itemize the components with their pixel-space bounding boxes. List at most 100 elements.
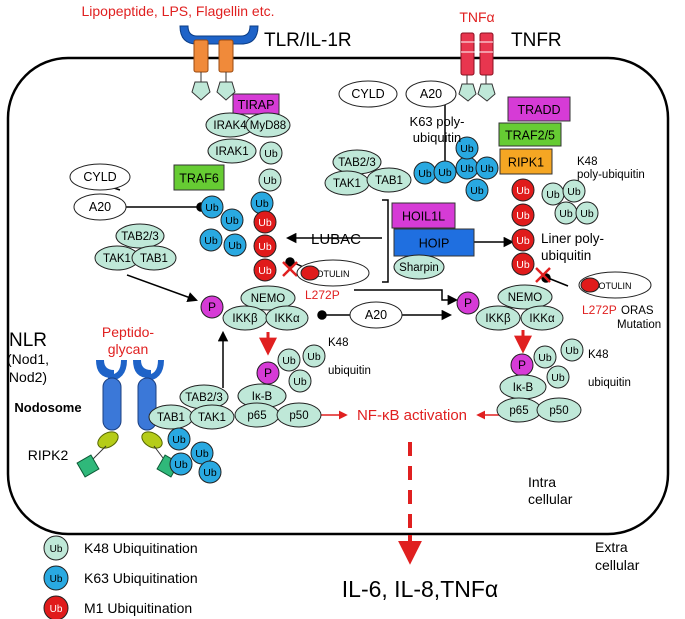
label-mutation: Mutation — [617, 319, 661, 331]
label-liner1: Liner poly- — [541, 231, 604, 246]
label-ub: Ub — [516, 235, 530, 247]
legend-label: M1 Ubiquitination — [84, 600, 192, 616]
ub-k48-node: Ub — [302, 344, 326, 368]
label-myd88: MyD88 — [250, 120, 286, 132]
text-labels: Lipopeptide, LPS, Flagellin etc.TLR/IL-1… — [7, 3, 661, 602]
ikkb-left-node: IKKβ — [222, 305, 268, 331]
label-tnfa: TNFα — [459, 9, 494, 25]
label-irak1: IRAK1 — [215, 146, 248, 158]
a20-left-oval: A20 — [73, 193, 127, 221]
label-extra2: cellular — [595, 557, 640, 573]
label-k48-poly-top2: poly-ubiquitin — [577, 169, 645, 181]
label-ikka: IKKα — [529, 313, 555, 325]
traf6-box: TRAF6 — [173, 164, 225, 191]
label-traf25: TRAF2/5 — [505, 129, 555, 143]
irak4-node: IRAK4 — [205, 112, 255, 138]
otulin-right-oval: OTULIN — [578, 271, 652, 299]
tlr-receptor — [179, 25, 259, 101]
label-k63-poly-1: K63 poly- — [410, 114, 465, 129]
legend-label: K63 Ubiquitination — [84, 570, 198, 586]
label-ub: Ub — [255, 198, 269, 210]
label-ub: Ub — [460, 163, 474, 175]
tnfr-receptor — [458, 32, 496, 102]
label-ub: Ub — [258, 217, 272, 229]
ub-k48-node: Ub — [277, 348, 301, 372]
label-ub: Ub — [258, 241, 272, 253]
label-tradd: TRADD — [517, 103, 560, 117]
ub-k63-node: Ub — [190, 441, 214, 465]
p50-left-node: p50 — [276, 402, 322, 428]
label-ub: Ub — [559, 208, 573, 220]
label-p: P — [464, 296, 472, 310]
label-hoip: HOIP — [419, 237, 450, 251]
label-tnfr: TNFR — [511, 30, 562, 51]
tak1-nlr-node: TAK1 — [189, 404, 235, 430]
label-nfkb: NF-κB activation — [357, 407, 467, 424]
ikb-right-node: Iκ-B — [499, 374, 547, 400]
ripk1-box: RIPK1 — [499, 148, 553, 175]
a20-mid-oval: A20 — [349, 301, 403, 329]
ub-m1-node: Ub — [253, 234, 277, 258]
ub-m1-node: Ub — [253, 258, 277, 282]
inhibitors — [101, 105, 569, 320]
ub-k63-node: Ub — [220, 208, 244, 232]
ub-m1-node: Ub — [511, 252, 535, 276]
label-ub: Ub — [460, 143, 474, 155]
ub-k63-node: Ub — [465, 178, 489, 202]
label-tak1: TAK1 — [333, 178, 361, 190]
legend-label: K48 Ubiquitination — [84, 540, 198, 556]
ub-k48-node: Ub — [546, 365, 570, 389]
label-ikkb: IKKβ — [485, 313, 511, 325]
red-arrows — [259, 330, 532, 565]
label-ub: Ub — [264, 148, 278, 160]
label-k63-poly-2: ubiquitin — [413, 130, 461, 145]
hoil1l-box: HOIL1L — [391, 202, 456, 229]
label-ub: Ub — [470, 185, 484, 197]
ub-k48-node: Ub — [562, 179, 586, 203]
block-marks — [282, 261, 551, 283]
label-p: P — [264, 366, 272, 380]
phospho-node: P — [510, 353, 534, 377]
label-ub: Ub — [195, 448, 209, 460]
label-p65: p65 — [247, 410, 266, 422]
label-ub: Ub — [258, 265, 272, 277]
a20-top-oval: A20 — [405, 80, 457, 108]
label-ubiquitin: ubiquitin — [328, 365, 371, 377]
ub-k63-node: Ub — [413, 161, 437, 185]
label-tab23: TAB2/3 — [338, 157, 376, 169]
label-tak1: TAK1 — [198, 412, 226, 424]
nemo-right-node: NEMO — [497, 284, 553, 310]
label-ub: Ub — [293, 376, 307, 388]
hoip-box: HOIP — [393, 228, 475, 257]
label-k48: K48 — [328, 337, 348, 349]
label-p50: p50 — [549, 405, 568, 417]
label-a20: A20 — [365, 308, 387, 322]
ub-m1-node: Ub — [511, 228, 535, 252]
label-hoil1l: HOIL1L — [402, 210, 445, 224]
label-liner2: ubiquitin — [541, 248, 591, 263]
label-ligands: Lipopeptide, LPS, Flagellin etc. — [81, 3, 274, 19]
ub-k63-node: Ub — [250, 191, 274, 215]
irak1-node: IRAK1 — [207, 138, 257, 164]
ub-k63-node: Ub — [475, 156, 499, 180]
ub-k63-node: Ub — [200, 195, 224, 219]
label-ub: Ub — [203, 467, 217, 479]
tab23-mid-node: TAB2/3 — [332, 149, 382, 175]
cyld-left-oval: CYLD — [69, 163, 131, 191]
label-ub: Ub — [418, 168, 432, 180]
cell-membrane — [6, 56, 670, 536]
p65-right-node: p65 — [496, 397, 542, 423]
label-ripk1: RIPK1 — [508, 156, 544, 170]
label-ub: Ub — [172, 434, 186, 446]
label-ub: Ub — [546, 189, 560, 201]
tirap-box: TIRAP — [232, 93, 280, 115]
label-l272p: L272P — [582, 303, 617, 317]
label-ripk2: RIPK2 — [28, 447, 69, 463]
label-nod2: Nod2) — [9, 369, 47, 385]
label-p65: p65 — [509, 405, 528, 417]
label-extra1: Extra — [595, 539, 628, 555]
label-p: P — [518, 358, 526, 372]
